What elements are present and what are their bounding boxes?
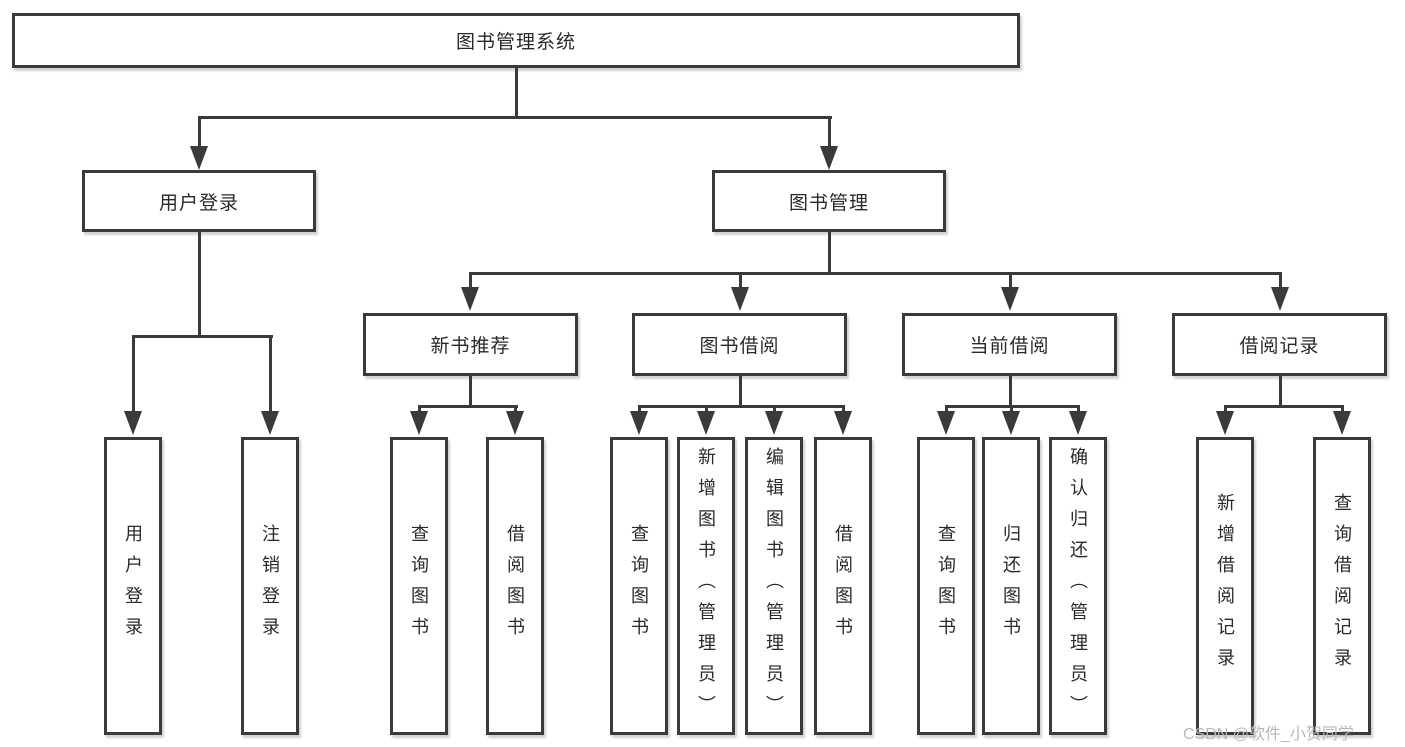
connector-vline — [842, 405, 845, 414]
node-library-system: 图书管理系统 — [12, 13, 1020, 68]
arrowhead-down-icon — [461, 287, 479, 311]
arrowhead-down-icon — [124, 411, 142, 435]
connector-vline — [469, 376, 472, 408]
node-borrowing-records-label: 借阅记录 — [1239, 336, 1320, 357]
connector-hline — [198, 116, 832, 119]
connector-vline — [469, 272, 472, 290]
node-borrowing-records: 借阅记录 — [1172, 313, 1387, 376]
leaf-borrow-books-recommend: 借阅图书 — [486, 437, 544, 735]
connector-hline — [469, 272, 1282, 275]
connector-vline — [739, 272, 742, 290]
leaf-return-books: 归还图书 — [982, 437, 1040, 735]
leaf-user-login-label: 用户登录 — [123, 524, 143, 648]
leaf-query-books-current-label: 查询图书 — [936, 524, 956, 648]
leaf-borrow-books-borrowing-label: 借阅图书 — [833, 524, 853, 648]
connector-vline — [515, 68, 518, 118]
leaf-query-books-borrowing: 查询图书 — [610, 437, 668, 735]
connector-vline — [828, 232, 831, 275]
leaf-edit-book-admin: 编辑图书（管理员） — [745, 437, 803, 735]
connector-vline — [198, 116, 201, 148]
leaf-query-books-current: 查询图书 — [917, 437, 975, 735]
connector-hline — [418, 405, 518, 408]
connector-vline — [739, 376, 742, 408]
leaf-query-books-borrowing-label: 查询图书 — [629, 524, 649, 648]
node-current-borrowing-label: 当前借阅 — [969, 336, 1050, 357]
connector-vline — [1009, 376, 1012, 408]
connector-vline — [1279, 272, 1282, 290]
connector-hline — [1224, 405, 1344, 408]
connector-vline — [1010, 405, 1013, 414]
connector-vline — [705, 405, 708, 414]
connector-vline — [1279, 376, 1282, 408]
connector-vline — [269, 335, 272, 413]
arrowhead-down-icon — [820, 146, 838, 170]
connector-hline — [132, 335, 273, 338]
leaf-logout: 注销登录 — [241, 437, 299, 735]
node-user-login-label: 用户登录 — [158, 192, 239, 214]
node-book-management-label: 图书管理 — [788, 192, 869, 214]
leaf-edit-book-admin-label: 编辑图书（管理员） — [764, 446, 784, 726]
connector-vline — [1009, 272, 1012, 290]
arrowhead-down-icon — [506, 411, 524, 435]
arrowhead-down-icon — [261, 411, 279, 435]
connector-vline — [1077, 405, 1080, 414]
arrowhead-down-icon — [1001, 287, 1019, 311]
arrowhead-down-icon — [1333, 411, 1351, 435]
leaf-user-login: 用户登录 — [104, 437, 162, 735]
arrowhead-down-icon — [1002, 411, 1020, 435]
arrowhead-down-icon — [765, 411, 783, 435]
connector-vline — [945, 405, 948, 414]
leaf-logout-label: 注销登录 — [260, 524, 280, 648]
arrowhead-down-icon — [697, 411, 715, 435]
arrowhead-down-icon — [410, 411, 428, 435]
leaf-borrow-books-borrowing: 借阅图书 — [814, 437, 872, 735]
leaf-query-books-recommend: 查询图书 — [390, 437, 448, 735]
connector-vline — [198, 232, 201, 338]
arrowhead-down-icon — [1069, 411, 1087, 435]
leaf-return-books-label: 归还图书 — [1001, 524, 1021, 648]
connector-vline — [418, 405, 421, 414]
connector-vline — [828, 116, 831, 148]
node-current-borrowing: 当前借阅 — [902, 313, 1117, 376]
leaf-add-borrow-record-label: 新增借阅记录 — [1215, 493, 1235, 679]
watermark: CSDN @软件_小贺同学 — [1183, 726, 1354, 743]
arrowhead-down-icon — [190, 146, 208, 170]
node-book-borrowing-label: 图书借阅 — [699, 336, 780, 357]
node-book-borrowing: 图书借阅 — [632, 313, 847, 376]
leaf-add-book-admin-label: 新增图书（管理员） — [696, 446, 716, 726]
arrowhead-down-icon — [1216, 411, 1234, 435]
arrowhead-down-icon — [834, 411, 852, 435]
leaf-query-borrow-record-label: 查询借阅记录 — [1332, 493, 1352, 679]
leaf-confirm-return-admin: 确认归还（管理员） — [1049, 437, 1107, 735]
node-user-login: 用户登录 — [82, 170, 316, 232]
leaf-query-books-recommend-label: 查询图书 — [409, 524, 429, 648]
arrowhead-down-icon — [1271, 287, 1289, 311]
connector-vline — [514, 405, 517, 414]
connector-hline — [638, 405, 845, 408]
node-book-management: 图书管理 — [712, 170, 946, 232]
connector-vline — [1341, 405, 1344, 414]
leaf-add-borrow-record: 新增借阅记录 — [1196, 437, 1254, 735]
connector-vline — [1224, 405, 1227, 414]
leaf-add-book-admin: 新增图书（管理员） — [677, 437, 735, 735]
leaf-confirm-return-admin-label: 确认归还（管理员） — [1068, 446, 1088, 726]
node-new-book-recommendation-label: 新书推荐 — [430, 336, 511, 357]
arrowhead-down-icon — [630, 411, 648, 435]
connector-vline — [638, 405, 641, 414]
node-new-book-recommendation: 新书推荐 — [363, 313, 578, 376]
leaf-borrow-books-recommend-label: 借阅图书 — [505, 524, 525, 648]
arrowhead-down-icon — [731, 287, 749, 311]
connector-vline — [773, 405, 776, 414]
connector-vline — [132, 335, 135, 413]
leaf-query-borrow-record: 查询借阅记录 — [1313, 437, 1371, 735]
arrowhead-down-icon — [937, 411, 955, 435]
node-library-system-label: 图书管理系统 — [455, 32, 576, 53]
